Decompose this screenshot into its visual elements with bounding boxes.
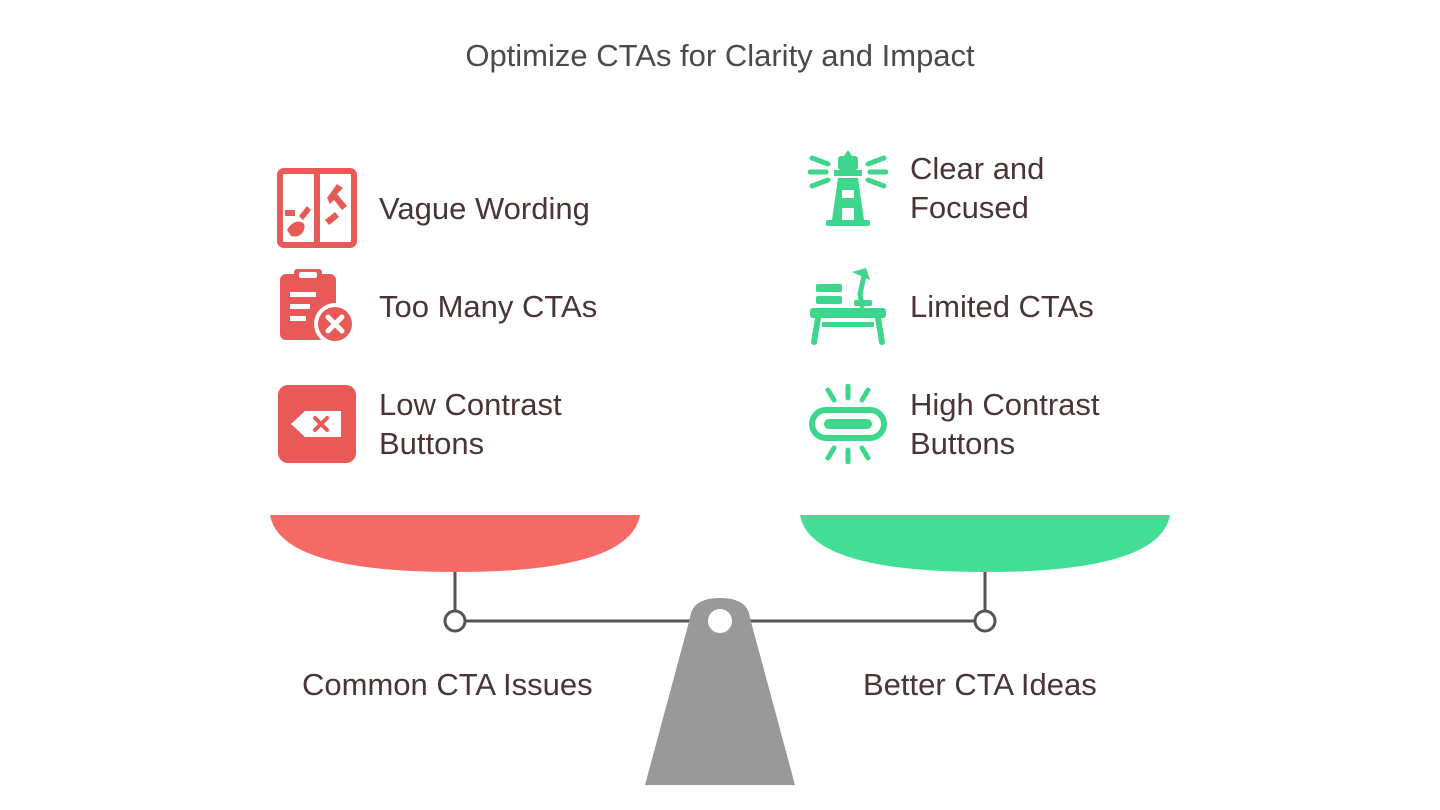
idea-label-line: Limited CTAs [910, 288, 1094, 324]
idea-label-line: Buttons [910, 426, 1016, 461]
lighthouse-icon [808, 148, 888, 228]
stand-pivot-hole [708, 609, 732, 633]
common-cta-issues-label: Common CTA Issues [302, 667, 593, 702]
issue-label-line: Too Many CTAs [379, 288, 598, 324]
left-pivot [443, 609, 467, 633]
issue-low-contrast-buttons: Low Contrast Buttons [277, 384, 562, 464]
page-title: Optimize CTAs for Clarity and Impact [465, 38, 975, 73]
idea-label-line: Focused [910, 190, 1029, 225]
idea-limited-ctas: Limited CTAs [808, 266, 1094, 346]
issue-too-many-ctas: Too Many CTAs [277, 266, 597, 346]
idea-label-line: High Contrast [910, 387, 1100, 422]
idea-clear-and-focused: Clear and Focused [808, 148, 1044, 228]
desk-lamp-icon [808, 266, 888, 346]
ideas-pan [800, 515, 1170, 572]
issue-label-line: Buttons [379, 426, 485, 461]
issue-label-line: Low Contrast [379, 387, 562, 422]
clipboard-cross-icon [277, 266, 357, 346]
issue-label-line: Vague Wording [379, 190, 590, 226]
scale-stand [645, 598, 795, 785]
better-cta-ideas-label: Better CTA Ideas [863, 667, 1097, 702]
idea-high-contrast-buttons: High Contrast Buttons [808, 384, 1100, 464]
issue-vague-wording: Vague Wording [277, 168, 590, 248]
right-pivot [973, 609, 997, 633]
issues-pan [270, 515, 640, 572]
idea-label-line: Clear and [910, 151, 1045, 186]
confusing-signs-icon [277, 168, 357, 248]
backspace-button-icon [277, 384, 357, 464]
glowing-button-icon [808, 384, 888, 464]
